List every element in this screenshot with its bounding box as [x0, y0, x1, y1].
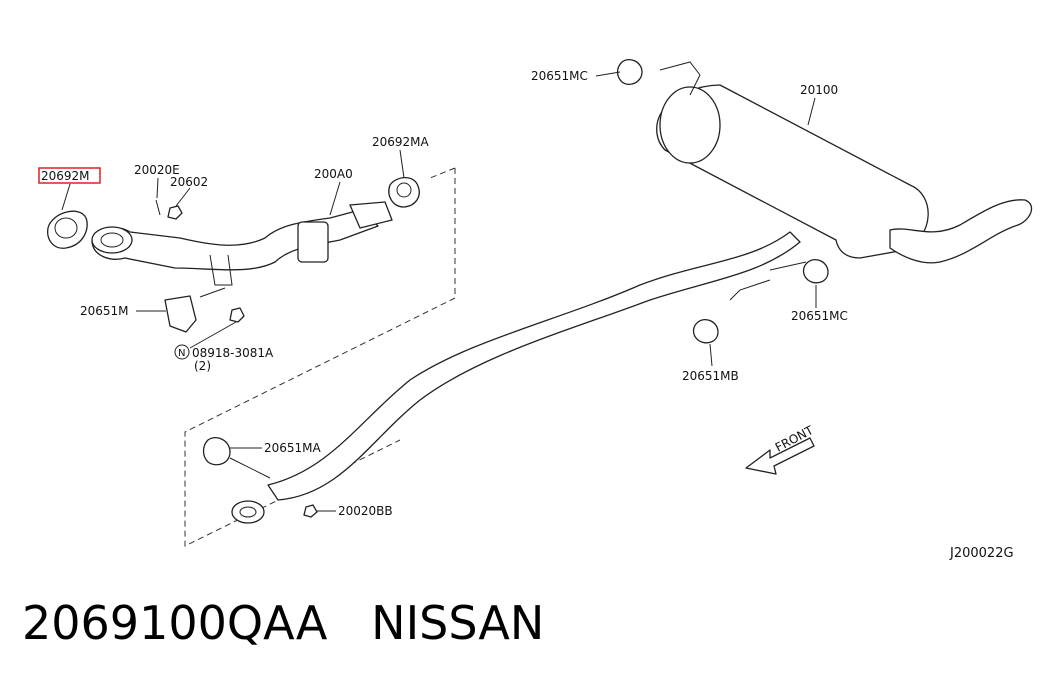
mount-20651mc-top [616, 58, 643, 86]
label-20100: 20100 [800, 83, 838, 97]
label-20602: 20602 [170, 175, 208, 189]
n-badge: N [178, 348, 185, 359]
bracket-20651m [164, 295, 197, 333]
muffler-hanger-rod [659, 61, 701, 96]
drawing-code: J200022G [949, 546, 1014, 561]
nut-20602 [167, 205, 183, 220]
mount-20651ma [202, 437, 231, 466]
tail-pipe [889, 199, 1033, 264]
rear-flange [349, 201, 393, 229]
highlight-box [38, 167, 101, 184]
nut-08918 [229, 307, 245, 323]
label-20651mc-right: 20651MC [791, 309, 848, 323]
brand-name: NISSAN [371, 596, 545, 650]
front-flange [91, 226, 133, 254]
label-08918-3081a: 08918-3081A [192, 346, 274, 360]
n-badge-icon [174, 344, 190, 360]
bolt-20020e [155, 199, 161, 216]
label-20651mc-top: 20651MC [531, 69, 588, 83]
mount-20651mc-right [802, 258, 829, 284]
part-number: 2069100QAA [22, 596, 328, 650]
label-200a0: 200A0 [314, 167, 353, 181]
gasket-20692ma [388, 176, 420, 208]
front-pipe [91, 209, 379, 271]
label-20651m: 20651M [80, 304, 129, 318]
muffler-end-cap [659, 86, 721, 164]
nut-20020bb [303, 504, 318, 518]
front-arrow-icon [745, 437, 815, 475]
gasket-20692m [47, 210, 88, 249]
part-caption: 2069100QAA NISSAN [22, 596, 544, 650]
label-20692ma: 20692MA [372, 135, 430, 149]
front-pipe-hanger [209, 254, 233, 286]
center-pipe-flange [231, 500, 265, 524]
front-pipe-bracket [297, 221, 329, 263]
label-08918-qty: (2) [194, 359, 211, 373]
assembly-boundary-top [429, 167, 456, 179]
label-20020e: 20020E [134, 163, 180, 177]
label-20651ma: 20651MA [264, 441, 322, 455]
label-20651mb: 20651MB [682, 369, 739, 383]
label-20020bb: 20020BB [338, 504, 393, 518]
center-pipe [267, 231, 801, 501]
label-20692m: 20692M [41, 169, 90, 183]
mount-20651mb [692, 318, 719, 344]
